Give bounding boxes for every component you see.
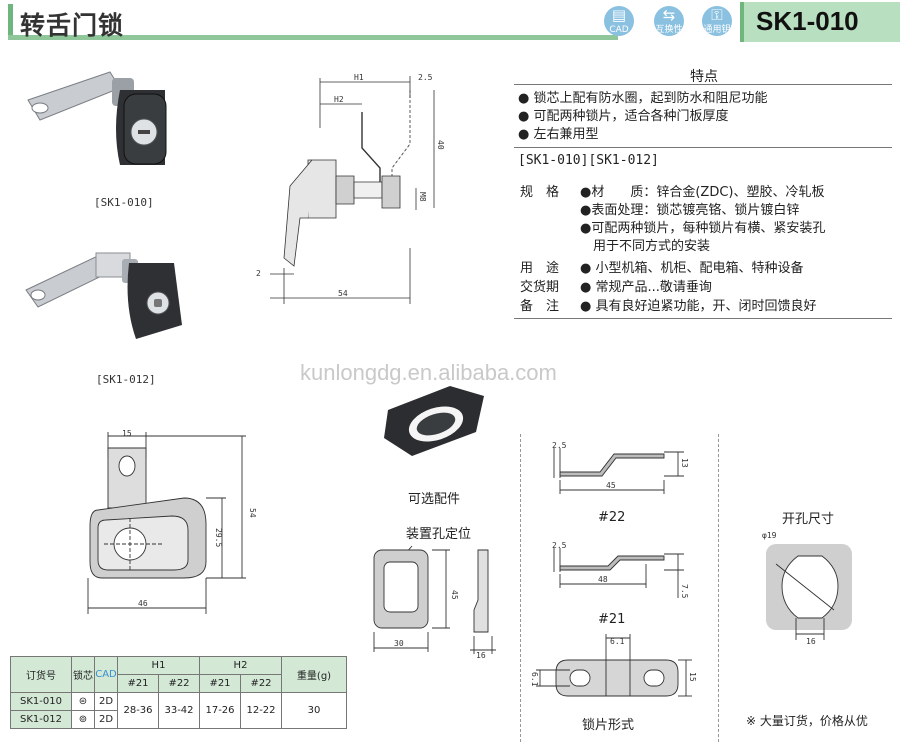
tongue-dim-6-1-top: 6.1: [610, 637, 625, 646]
cell-h1-22: 33-42: [158, 692, 200, 729]
spec-material: ●材 质：锌合金(ZDC)、塑胶、冷轧板: [580, 185, 825, 200]
dim-2: 2: [256, 269, 261, 278]
cell-h2-21: 17-26: [199, 692, 241, 729]
th-lock-core: 锁芯: [71, 656, 95, 693]
feature-2: ● 可配两种锁片，适合各种门板厚度: [518, 109, 729, 124]
interchange-icon: ⇆互换性: [654, 6, 684, 36]
t21-dim-48: 48: [598, 575, 608, 584]
dim-m8: M8: [418, 192, 427, 202]
spec-surface: ●表面处理：锁芯镀亮铬、锁片镀白锌: [580, 203, 800, 218]
spec-label-delivery: 交货期: [520, 280, 560, 295]
caption-mount-hole: 装置孔定位: [406, 527, 472, 542]
caption-tongue-21: #21: [598, 612, 626, 627]
model-banner: [740, 2, 900, 42]
t22-dim-13: 13: [680, 458, 689, 468]
caption-optional: 可选配件: [408, 492, 461, 507]
key-icon: ⚿通用钥匙: [702, 6, 732, 36]
dim-40: 40: [436, 140, 445, 150]
feature-1: ● 锁芯上配有防水圈，起到防水和阻尼功能: [518, 91, 768, 106]
features-divider: [514, 84, 892, 85]
dim-54: 54: [338, 289, 348, 298]
cutout-dim-16: 16: [806, 637, 816, 646]
table-row: SK1-012 ⊚ 2D: [10, 710, 347, 729]
cell-order: SK1-012: [10, 710, 72, 729]
features-divider-2: [514, 147, 892, 148]
cad-icon: ▤CAD: [604, 6, 634, 36]
spec-label-use: 用 途: [520, 261, 560, 276]
dim-30: 30: [394, 639, 404, 648]
dim-45: 45: [450, 590, 459, 600]
tongue-shape-drawing: 6.1 6.1 15: [530, 634, 697, 697]
dim-h1: H1: [354, 73, 364, 82]
th-order-no: 订货号: [10, 656, 72, 693]
t22-dim-2-5: 2.5: [552, 441, 567, 450]
caption-tongue-22: #22: [598, 510, 626, 525]
dim-15: 15: [122, 429, 132, 438]
lock-core-key-icon: ⊚: [71, 710, 95, 729]
th-h2-21: #21: [199, 674, 241, 693]
watermark: kunlongdg.en.alibaba.com: [300, 360, 557, 385]
th-h1: H1: [117, 656, 200, 675]
table-row: SK1-010 ⊜ 2D 28-36 33-42 17-26 12-22 30: [10, 692, 347, 729]
dim-29-5: 29.5: [214, 528, 223, 547]
dim-16: 16: [476, 651, 486, 660]
spec-use: ● 小型机箱、机柜、配电箱、特种设备: [580, 261, 804, 276]
caption-sk1-010: [SK1-010]: [94, 196, 154, 209]
model-list: [SK1-010][SK1-012]: [518, 153, 659, 168]
cell-weight: 30: [281, 692, 347, 729]
page-title: 转舌门锁: [20, 11, 125, 40]
dim-54-vertical: 54: [248, 508, 257, 518]
cell-order: SK1-010: [10, 692, 72, 711]
dim-2-5: 2.5: [418, 73, 433, 82]
spec-note: ● 具有良好迫紧功能，开、闭时回馈良好: [580, 299, 817, 314]
t22-dim-45: 45: [606, 481, 616, 490]
t21-dim-7-5: 7.5: [680, 584, 689, 599]
photo-sk1-012: [25, 252, 182, 339]
photo-waterproof-gasket: [384, 386, 484, 456]
th-h2-22: #22: [240, 674, 282, 693]
model-number: SK1-010: [756, 6, 859, 36]
header-accent-stripe: [8, 4, 13, 40]
cutout-drawing: φ19 16: [762, 531, 852, 646]
separator-left: [520, 434, 521, 742]
cell-h2-22: 12-22: [240, 692, 282, 729]
spec-tongue: ●可配两种锁片，每种锁片有横、紧安装孔: [580, 221, 826, 236]
dim-46: 46: [138, 599, 148, 608]
tongue-21-drawing: 2.5 48 7.5: [552, 541, 689, 599]
th-weight: 重量(g): [281, 656, 347, 693]
header-underline: [8, 35, 618, 40]
spec-label-spec: 规 格: [520, 185, 560, 200]
tongue-dim-6-1-side: 6.1: [530, 672, 539, 687]
th-h1-21: #21: [117, 674, 159, 693]
front-view-drawing: 15 54 29.5 46: [87, 429, 257, 614]
cell-cad: 2D: [94, 692, 118, 711]
order-table: 订货号 锁芯 CAD H1 H2 重量(g) #21 #22 #21 #22 S…: [10, 656, 347, 729]
tongue-22-drawing: 2.5 13 45: [552, 441, 689, 494]
caption-sk1-012: [SK1-012]: [96, 373, 156, 386]
th-h1-22: #22: [158, 674, 200, 693]
spec-tongue-2: 用于不同方式的安装: [580, 239, 711, 254]
spec-delivery: ● 常规产品...敬请垂询: [580, 280, 712, 295]
dim-h2: H2: [334, 95, 344, 104]
caption-cutout: 开孔尺寸: [782, 512, 835, 527]
bulk-order-note: ※ 大量订货，价格从优: [746, 714, 868, 728]
t21-dim-2-5: 2.5: [552, 541, 567, 550]
side-view-drawing: H1 2.5 H2 40 M8 2 54: [256, 73, 445, 304]
photo-sk1-010: [27, 71, 167, 165]
spec-label-note: 备 注: [520, 299, 560, 314]
tongue-dim-15: 15: [688, 672, 697, 682]
th-cad: CAD: [94, 656, 118, 693]
specs-divider: [514, 318, 892, 319]
cell-h1-21: 28-36: [117, 692, 159, 729]
feature-3: ● 左右兼用型: [518, 127, 599, 142]
separator-right: [718, 434, 719, 742]
cell-cad: 2D: [94, 710, 118, 729]
features-title: 特点: [690, 69, 718, 85]
caption-tongue-types: 锁片形式: [582, 718, 635, 733]
mount-hole-drawing: 30 45 16: [373, 545, 496, 660]
th-h2: H2: [199, 656, 282, 675]
cutout-dim-phi19: φ19: [762, 531, 777, 540]
lock-core-slot-icon: ⊜: [71, 692, 95, 711]
